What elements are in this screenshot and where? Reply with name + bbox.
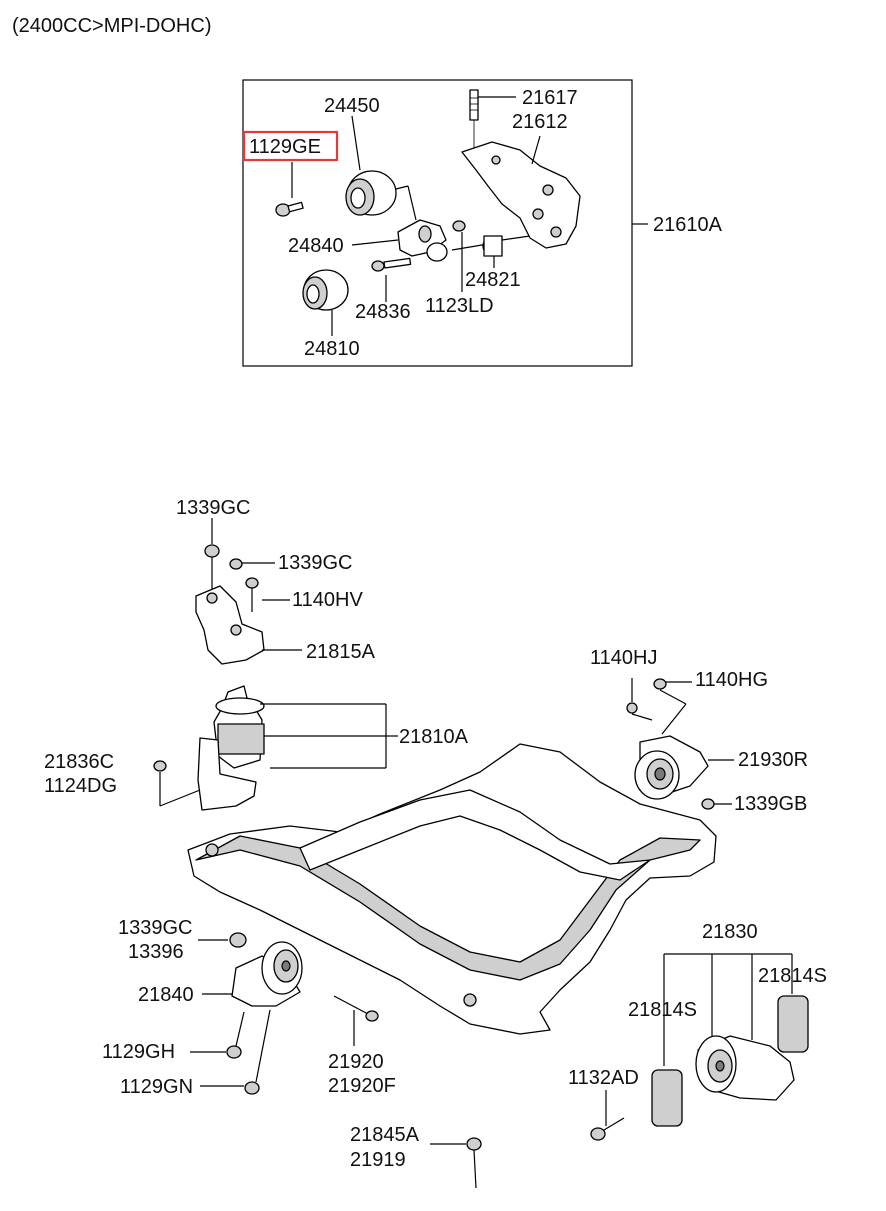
front-mount-21840[interactable] [190, 932, 303, 1095]
label-21919[interactable]: 21919 [350, 1149, 406, 1171]
bolt-24836[interactable] [371, 257, 412, 302]
label-1123LD[interactable]: 1123LD [425, 295, 494, 317]
engine-spec-title: (2400CC>MPI-DOHC) [12, 15, 211, 37]
label-24821[interactable]: 24821 [465, 269, 521, 291]
bushing-24821[interactable] [451, 235, 531, 268]
stud-21617[interactable] [469, 89, 516, 148]
label-1124DG[interactable]: 1124DG [44, 775, 117, 797]
label-21840[interactable]: 21840 [138, 984, 194, 1006]
label-24450[interactable]: 24450 [324, 95, 380, 117]
bolt-21920[interactable] [333, 995, 379, 1046]
label-1339GC-top[interactable]: 1339GC [176, 497, 251, 519]
label-21810A[interactable]: 21810A [399, 726, 469, 748]
label-1140HG[interactable]: 1140HG [695, 669, 768, 691]
label-21814S-right[interactable]: 21814S [758, 965, 827, 987]
label-13396[interactable]: 13396 [128, 941, 184, 963]
label-21815A[interactable]: 21815A [306, 641, 376, 663]
label-1339GC-mid[interactable]: 1339GC [278, 552, 353, 574]
bolt-21845A[interactable] [430, 1137, 482, 1189]
idler-pulley-24450[interactable] [345, 115, 417, 221]
label-1140HJ[interactable]: 1140HJ [590, 647, 657, 669]
label-1129GH[interactable]: 1129GH [102, 1041, 175, 1063]
bracket-21612[interactable] [461, 135, 581, 249]
rear-mount-21930R[interactable] [626, 678, 734, 810]
part-labels: 24450 1129GE 21617 21612 21610A 24840 24… [44, 87, 827, 1171]
label-1339GB[interactable]: 1339GB [734, 793, 807, 815]
label-21610A[interactable]: 21610A [653, 214, 723, 236]
label-1339GC-lower[interactable]: 1339GC [118, 917, 193, 939]
label-21845A[interactable]: 21845A [350, 1124, 420, 1146]
engine-mount-bracket-21815A[interactable] [195, 518, 302, 665]
label-21830[interactable]: 21830 [702, 921, 758, 943]
label-24836[interactable]: 24836 [355, 301, 411, 323]
bolt-1129GE[interactable] [275, 162, 304, 217]
label-1140HV[interactable]: 1140HV [292, 589, 363, 611]
label-24810[interactable]: 24810 [304, 338, 360, 360]
label-1129GN[interactable]: 1129GN [120, 1076, 193, 1098]
engine-mount-21810A[interactable] [153, 685, 398, 811]
label-21920F[interactable]: 21920F [328, 1075, 396, 1097]
subframe-crossmember [187, 743, 717, 1035]
label-1132AD[interactable]: 1132AD [568, 1067, 639, 1089]
mount-assembly-21830[interactable] [590, 953, 809, 1141]
tensioner-arm-24840[interactable] [351, 219, 448, 262]
label-21920[interactable]: 21920 [328, 1051, 384, 1073]
label-21612[interactable]: 21612 [512, 111, 568, 133]
label-1129GE[interactable]: 1129GE [249, 136, 321, 158]
pulley-24810[interactable] [302, 269, 349, 336]
tensioner-assembly-box [242, 79, 648, 367]
label-21617[interactable]: 21617 [522, 87, 578, 109]
label-24840[interactable]: 24840 [288, 235, 344, 257]
selected-part-highlight[interactable] [242, 130, 339, 162]
label-21930R[interactable]: 21930R [738, 749, 808, 771]
label-21836C[interactable]: 21836C [44, 751, 114, 773]
bolt-1123LD[interactable] [452, 220, 466, 292]
label-21814S-left[interactable]: 21814S [628, 999, 697, 1021]
